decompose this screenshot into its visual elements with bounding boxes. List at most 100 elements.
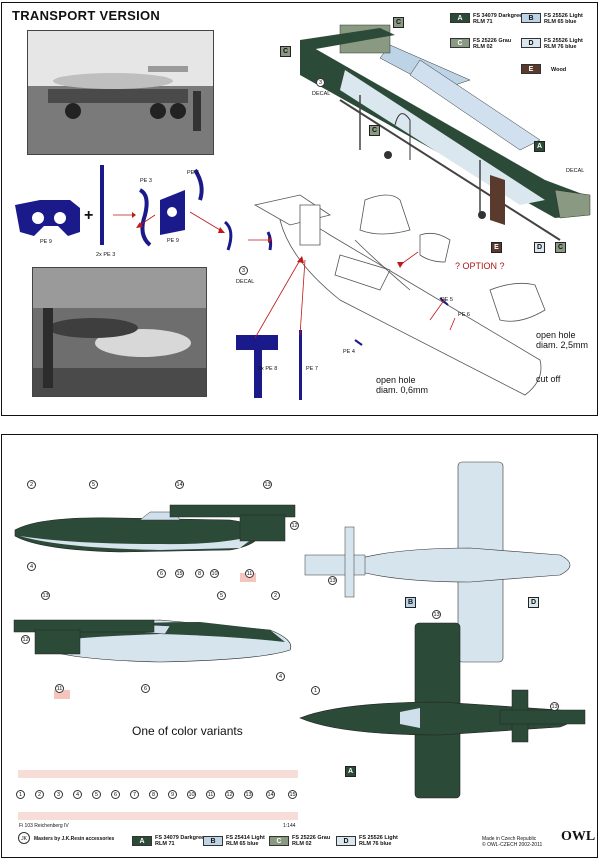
- two-pe3-label: 2x PE 3: [96, 252, 116, 258]
- callout-13-top: 13: [550, 702, 559, 711]
- paint-box-d: D: [528, 597, 539, 608]
- swatch-d: D: [521, 38, 541, 48]
- callout-11-a: 11: [245, 569, 254, 578]
- callout-15: 15: [175, 569, 184, 578]
- decal-number: 3: [54, 790, 63, 799]
- transport-drawings: [15, 24, 591, 400]
- decal-label-lower: DECAL: [236, 279, 255, 285]
- swatch-c: C: [450, 38, 470, 48]
- pe7-label: PE 7: [306, 366, 318, 372]
- paint-box-b: B: [405, 597, 416, 608]
- paint-box-e: E: [491, 242, 502, 253]
- callout-13-underside: 13: [328, 576, 337, 585]
- hangar-photo-art: [33, 268, 206, 396]
- callout-10: 10: [210, 569, 219, 578]
- assembly-drawing: [253, 194, 546, 396]
- owl-logo: OWL: [561, 829, 596, 844]
- decal-number: 5: [92, 790, 101, 799]
- pe5-label: PE 5: [441, 297, 453, 303]
- callout-6-b: 6: [141, 684, 150, 693]
- decal-number: 15: [288, 790, 297, 799]
- callout-12-a: 12: [290, 521, 299, 530]
- pe3-label-a: PE 3: [140, 178, 152, 184]
- callout-5-side-right: 5: [89, 480, 98, 489]
- callout-4-a: 4: [27, 562, 36, 571]
- paint-box-a-top: A: [534, 141, 545, 152]
- decal-label-nose: DECAL: [566, 168, 585, 174]
- option-label: ? OPTION ?: [455, 261, 505, 271]
- side-view-right: [14, 504, 296, 582]
- top-view: [299, 622, 586, 799]
- pe9-label-b: PE 9: [167, 238, 179, 244]
- underside-view: [304, 461, 571, 663]
- callout-5-side-left: 5: [217, 591, 226, 600]
- transport-photo: [27, 30, 214, 155]
- two-pe8-label: 2x PE 8: [258, 366, 278, 372]
- footer-swatch-c: C: [269, 836, 289, 846]
- decal-number: 12: [225, 790, 234, 799]
- paint-box-a: A: [345, 766, 356, 777]
- decal-number: 6: [111, 790, 120, 799]
- pe3-label-b: PE 3: [187, 170, 199, 176]
- callout-6-a: 6: [157, 569, 166, 578]
- decal-sheet-strip: [18, 770, 298, 820]
- plus-sign: +: [84, 207, 94, 224]
- callout-12-b: 12: [21, 635, 30, 644]
- color-variant-caption: One of color variants: [132, 724, 243, 738]
- decal-number-row: 1 2 3 4 5 6 7 8 9 10 11 12 13 14 15: [16, 790, 306, 802]
- cut-off-label: cut off: [536, 374, 561, 384]
- sheet-title: TRANSPORT VERSION: [12, 8, 161, 23]
- footer-swatch-a: A: [132, 836, 152, 846]
- swatch-b: B: [521, 13, 541, 23]
- paint-box-d-top: D: [534, 242, 545, 253]
- paint-box-c-4: C: [555, 242, 566, 253]
- pe9-label-a: PE 9: [40, 239, 52, 245]
- assembly-arrowheads: [132, 212, 404, 268]
- decal-number: 9: [168, 790, 177, 799]
- callout-13-wing: 13: [432, 610, 441, 619]
- decal-number: 7: [130, 790, 139, 799]
- callout-13-b: 13: [41, 591, 50, 600]
- paint-box-c-1: C: [393, 17, 404, 28]
- decal-number: 13: [244, 790, 253, 799]
- model-name: Fi 103 Reichenberg IV: [19, 823, 69, 829]
- made-in-label: Made in Czech Republic© OWL-CZECH 2002-2…: [482, 836, 543, 848]
- transport-photo-art: [28, 31, 213, 154]
- callout-2-side-left: 2: [271, 591, 280, 600]
- side-view-left: [13, 619, 292, 699]
- footer-swatch-b: B: [203, 836, 223, 846]
- callout-8: 8: [195, 569, 204, 578]
- decal-callout-3-upper: 3: [316, 78, 325, 87]
- decal-number: 10: [187, 790, 196, 799]
- photo-etched-parts: [15, 165, 449, 400]
- paint-box-c-3: C: [369, 125, 380, 136]
- swatch-a: A: [450, 13, 470, 23]
- callout-2-side-right: 2: [27, 480, 36, 489]
- callout-13-a: 13: [263, 480, 272, 489]
- decal-number: 14: [266, 790, 275, 799]
- paint-box-c-2: C: [280, 46, 291, 57]
- pe6-label: PE 6: [458, 312, 470, 318]
- decal-number: 11: [206, 790, 215, 799]
- hangar-photo: [32, 267, 207, 397]
- brand-logo-icon: JK: [18, 832, 30, 844]
- scale-label: 1:144: [283, 823, 296, 829]
- pe4-label: PE 4: [343, 349, 355, 355]
- legend-e-text: Wood: [551, 67, 567, 73]
- decal-number: 1: [16, 790, 25, 799]
- callout-14: 14: [175, 480, 184, 489]
- callout-1-top: 1: [311, 686, 320, 695]
- transport-aircraft-drawing: [300, 24, 591, 241]
- footer-swatch-d: D: [336, 836, 356, 846]
